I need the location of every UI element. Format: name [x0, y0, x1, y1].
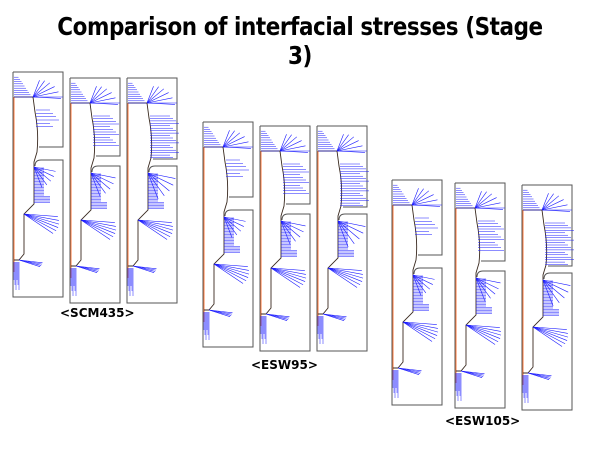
stress-panel-2-2 [259, 125, 311, 352]
die-outline [126, 77, 178, 304]
stress-panel-3-2 [454, 182, 506, 409]
die-outline [202, 121, 254, 348]
stress-panel-1-2 [69, 77, 121, 304]
group-label-esw105: <ESW105> [445, 414, 521, 428]
die-outline [12, 71, 64, 298]
slide-title: Comparison of interfacial stresses (Stag… [57, 12, 543, 70]
group-label-esw95: <ESW95> [251, 358, 318, 372]
die-outline [454, 182, 506, 409]
stress-panel-2-1 [202, 121, 254, 348]
die-outline [521, 184, 573, 411]
stress-panel-3-3 [521, 184, 574, 411]
group-label-scm435: <SCM435> [60, 306, 135, 320]
die-outline [391, 179, 443, 406]
stress-panel-3-1 [391, 179, 443, 406]
die-outline [259, 125, 311, 352]
stress-panel-1-3 [126, 77, 179, 304]
die-outline [69, 77, 121, 304]
stress-panel-2-3 [316, 125, 369, 352]
die-outline [316, 125, 368, 352]
stress-panel-1-1 [12, 71, 64, 298]
